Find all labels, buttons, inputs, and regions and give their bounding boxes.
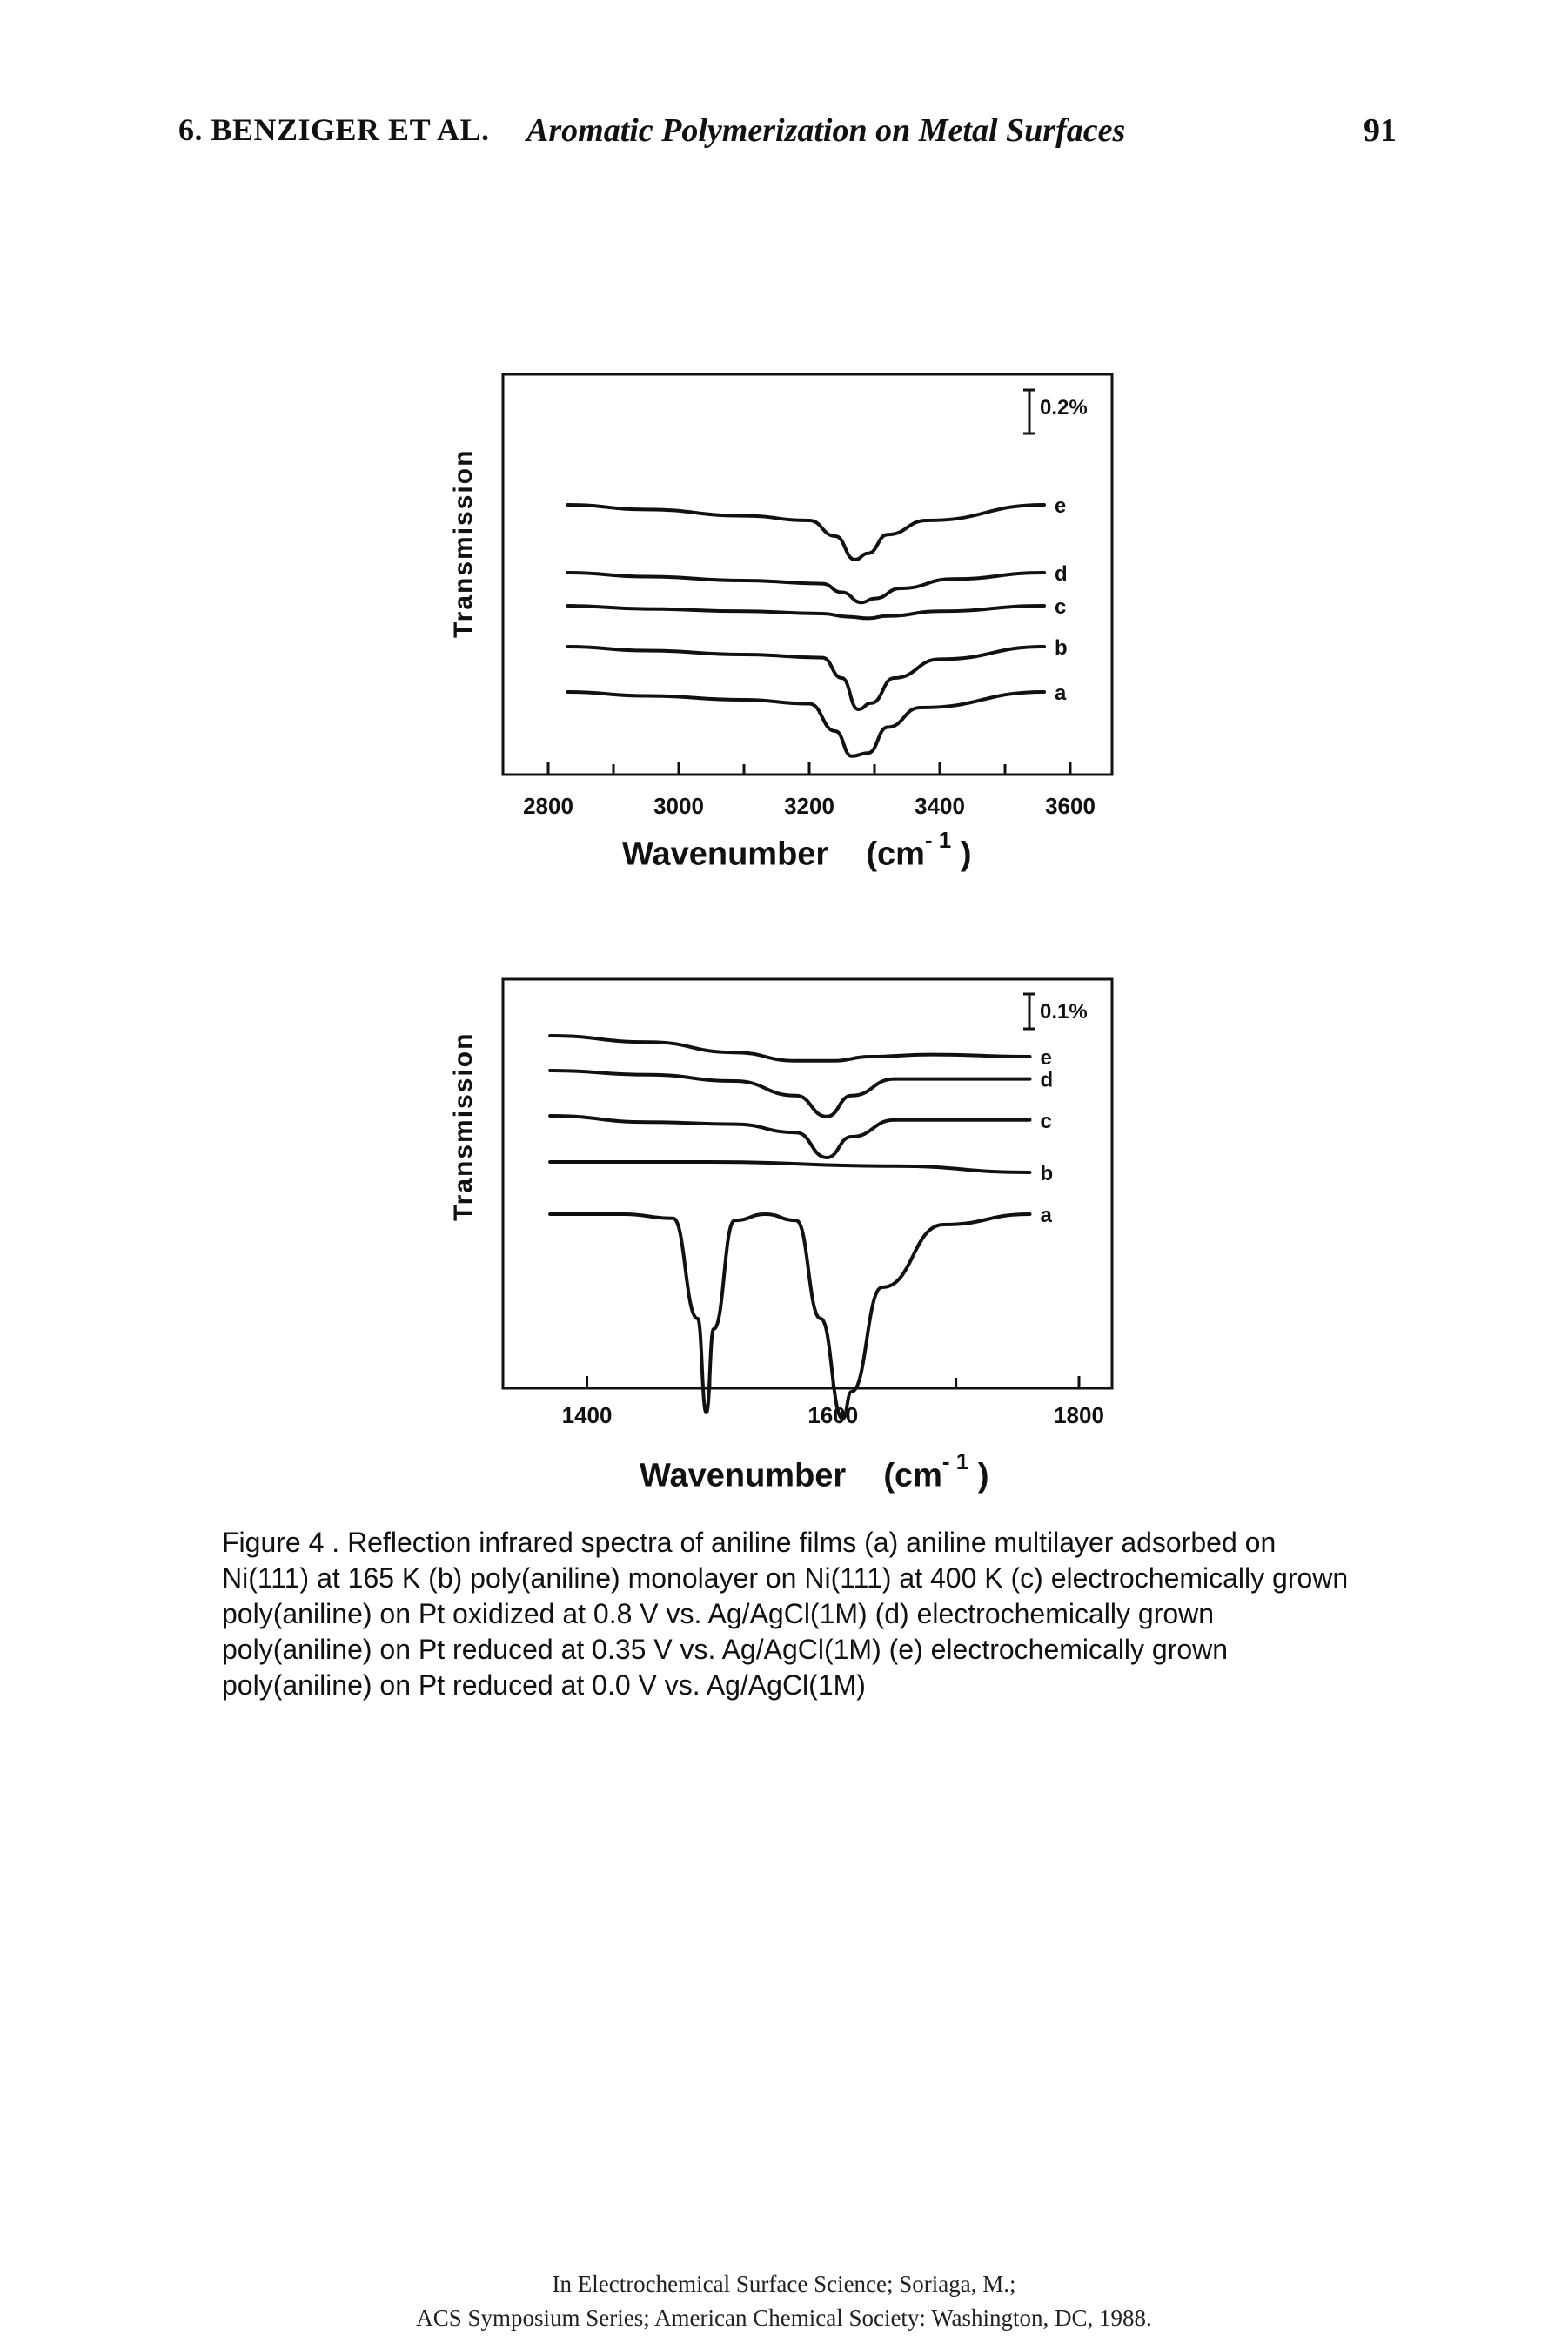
series-line-a: [548, 1212, 1032, 1421]
x-axis-close: ): [960, 836, 972, 873]
scale-bar-label: 0.1%: [1040, 1000, 1088, 1024]
series-line-d: [566, 571, 1046, 605]
x-tick-label: 2800: [523, 793, 573, 819]
footer-line-2: ACS Symposium Series; American Chemical …: [416, 2305, 1152, 2331]
series-line-c: [548, 1114, 1032, 1160]
footer-line-1: In Electrochemical Surface Science; Sori…: [552, 2271, 1016, 2297]
series-label-a: a: [1055, 682, 1067, 705]
series-label-a: a: [1040, 1204, 1052, 1227]
x-axis-unit: (cm: [883, 1457, 942, 1494]
series-label-b: b: [1040, 1162, 1053, 1185]
scale-bar-label: 0.2%: [1040, 396, 1088, 420]
x-tick-label: 1800: [1054, 1402, 1104, 1428]
x-tick-label: 3000: [653, 793, 704, 819]
ir-spectrum-bottom: 1400 1600 1800 0.1% edc ba: [501, 977, 1114, 1428]
series-line-b: [566, 645, 1046, 712]
y-axis-label-top: Transmission: [449, 448, 478, 638]
x-axis-exponent: - 1: [941, 1448, 969, 1474]
plot-frame: [501, 373, 1114, 776]
x-tick-label: 3400: [915, 793, 965, 819]
x-axis-unit: (cm: [866, 836, 925, 873]
x-tick-label: 3200: [784, 793, 834, 819]
running-title: Aromatic Polymerization on Metal Surface…: [526, 112, 1126, 149]
x-axis-label-bottom: Wavenumber (cm- 1 ): [640, 1448, 989, 1495]
series-label-e: e: [1040, 1046, 1051, 1070]
x-axis-close: ): [977, 1457, 989, 1494]
series-line-a: [566, 690, 1046, 758]
x-axis-label-top: Wavenumber (cm- 1 ): [622, 827, 972, 874]
chapter-author: 6. BENZIGER ET AL.: [178, 112, 490, 147]
series-label-e: e: [1055, 494, 1066, 518]
series-line-e: [566, 503, 1046, 562]
page-number: 91: [1364, 112, 1397, 149]
x-tick-label: 1600: [807, 1402, 858, 1428]
series-label-c: c: [1055, 595, 1066, 619]
series-label-b: b: [1055, 636, 1068, 660]
series-label-d: d: [1055, 562, 1068, 586]
series-line-e: [548, 1034, 1032, 1063]
running-header: 6. BENZIGER ET AL. Aromatic Polymerizati…: [178, 111, 1397, 164]
series-label-c: c: [1040, 1110, 1051, 1133]
series-label-d: d: [1040, 1069, 1053, 1092]
x-tick-label: 1400: [562, 1402, 613, 1428]
x-axis-label-text: Wavenumber: [622, 836, 829, 873]
x-axis-label-text: Wavenumber: [640, 1457, 847, 1494]
figure-caption: Figure 4 . Reflection infrared spectra o…: [222, 1527, 1349, 1701]
y-axis-label-bottom: Transmission: [449, 1031, 478, 1221]
series-line-c: [566, 604, 1046, 621]
x-tick-label: 3600: [1045, 793, 1096, 819]
series-line-b: [548, 1160, 1032, 1174]
x-axis-exponent: - 1: [924, 827, 952, 853]
plot-frame: [501, 977, 1114, 1390]
series-line-d: [548, 1069, 1032, 1118]
